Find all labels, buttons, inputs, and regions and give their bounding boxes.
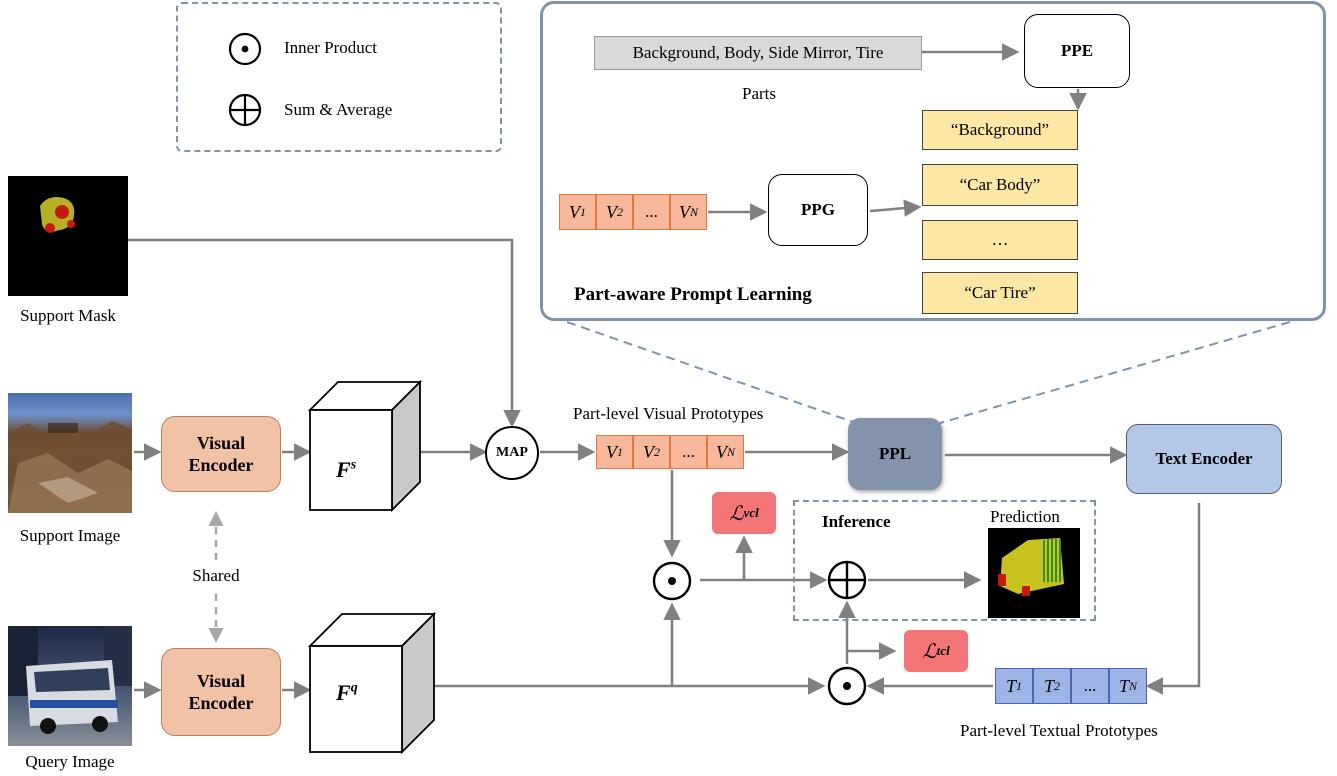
inference-title: Inference <box>822 512 891 531</box>
query-feature-cube <box>308 612 436 754</box>
feature-support-sup: s <box>350 457 357 473</box>
support-image <box>8 393 132 513</box>
prompt-row: vspecificN vsharedN “Car Tire” <box>922 272 1288 314</box>
encoder-label-line2: Encoder <box>188 455 254 475</box>
shared-label: Shared <box>192 566 240 585</box>
ppg-node: PPG <box>768 174 868 246</box>
inner-product-icon <box>827 666 867 706</box>
ppe-node: PPE <box>1024 14 1130 88</box>
ppl-input-cell: ... <box>633 194 670 230</box>
class-name-token: “Car Body” <box>922 164 1078 206</box>
inner-product-icon <box>652 561 692 601</box>
prediction-image <box>988 528 1080 618</box>
encoder-label-line2: Encoder <box>188 693 254 713</box>
feature-query-sup: q <box>350 680 358 696</box>
parts-label: Parts <box>742 84 776 103</box>
parts-box: Background, Body, Side Mirror, Tire <box>594 36 922 70</box>
tcl-loss-symbol: ℒ <box>922 640 937 663</box>
legend-sum-average-label: Sum & Average <box>284 100 393 119</box>
vcl-loss-sub: vcl <box>743 505 759 520</box>
sum-average-icon <box>228 93 262 127</box>
class-name-token: “Car Tire” <box>922 272 1078 314</box>
query-visual-encoder: Visual Encoder <box>161 648 281 736</box>
textual-prototype-cell: ... <box>1071 668 1109 704</box>
support-visual-encoder: Visual Encoder <box>161 416 281 492</box>
text-encoder: Text Encoder <box>1126 424 1282 494</box>
feature-query-label: Fq <box>336 680 358 706</box>
support-feature-cube <box>308 380 422 512</box>
inference-box <box>793 500 1096 621</box>
visual-prototypes-label: Part-level Visual Prototypes <box>573 404 764 423</box>
panel-projection-right <box>939 321 1291 424</box>
ppl-node: PPL <box>848 418 942 490</box>
inner-product-icon <box>228 32 262 66</box>
prediction-label: Prediction <box>990 507 1060 526</box>
feature-support-label: Fs <box>336 457 356 483</box>
text-encoder-to-textual-arrow <box>1145 503 1201 695</box>
map-node: MAP <box>485 426 539 480</box>
class-name-token: … <box>922 220 1078 260</box>
support-mask-label: Support Mask <box>20 306 116 325</box>
query-image-label: Query Image <box>25 752 115 771</box>
tcl-loss-sub: tcl <box>936 643 950 658</box>
prompt-row: vspecific1 vshared1 “Background” <box>922 110 1288 150</box>
textual-prototypes-label: Part-level Textual Prototypes <box>960 721 1158 740</box>
visual-prototype-cell: ... <box>670 435 707 469</box>
encoder-label-line1: Visual <box>196 671 246 691</box>
feature-query-main: F <box>336 680 351 705</box>
mask-to-map-arrow <box>128 238 521 428</box>
panel-projection-left <box>566 321 857 424</box>
class-name-token: “Background” <box>922 110 1078 150</box>
prompt-row: … … … <box>922 220 1288 260</box>
vcl-loss-symbol: ℒ <box>729 502 744 525</box>
ppl-panel-title: Part-aware Prompt Learning <box>574 284 812 305</box>
prompt-row: vspecific2 vshared2 “Car Body” <box>922 164 1288 206</box>
legend-box <box>176 2 502 152</box>
encoder-label-line1: Visual <box>196 433 246 453</box>
sum-average-icon <box>827 560 867 600</box>
feature-support-main: F <box>336 457 351 482</box>
support-image-label: Support Image <box>19 526 121 545</box>
legend-inner-product-label: Inner Product <box>284 38 378 57</box>
support-mask-image <box>8 176 128 296</box>
query-image <box>8 626 132 746</box>
